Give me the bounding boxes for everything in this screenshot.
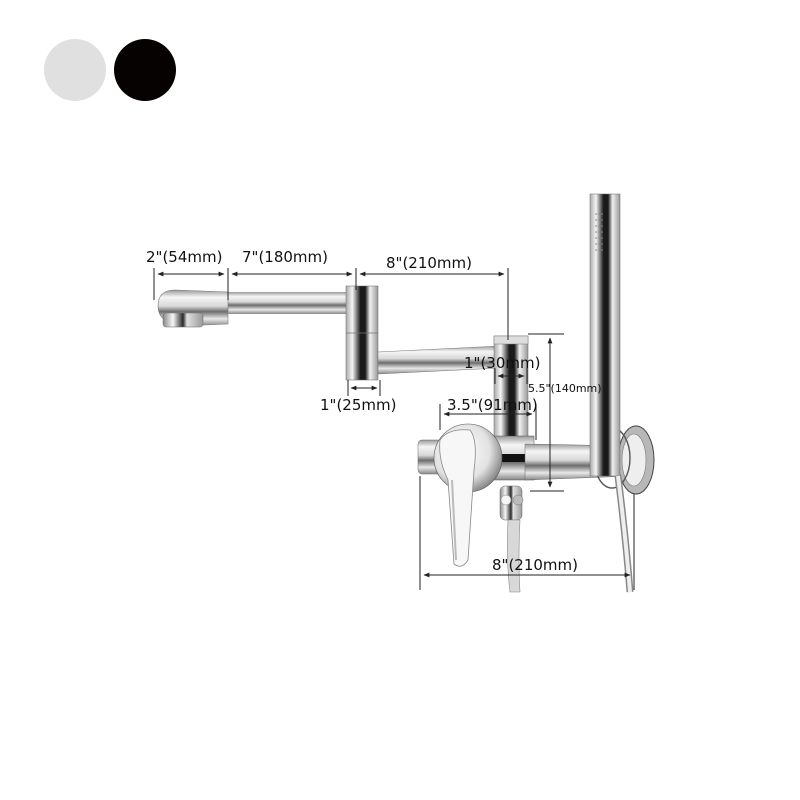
hose-connector [499, 485, 524, 593]
color-swatch-black[interactable] [114, 39, 176, 101]
lever-handle [439, 429, 476, 567]
dim-spout-tip-label: 2"(54mm) [146, 248, 222, 266]
dim-riser-height-label: 5.5"(140mm) [528, 382, 602, 395]
dim-valve-width-label: 3.5"(91mm) [447, 396, 538, 414]
dim-first-arm-label: 7"(180mm) [242, 248, 328, 266]
hand-shower [589, 193, 621, 477]
spout-upper-arm [157, 289, 365, 328]
dimension-lines [153, 268, 635, 590]
riser-pipe [493, 335, 529, 447]
dim-elbow-diameter-label: 1"(25mm) [320, 396, 396, 414]
color-swatch-chrome[interactable] [44, 39, 106, 101]
spout-elbow [345, 285, 379, 381]
shower-hose [614, 475, 634, 593]
dim-riser-diameter-label: 1"(30mm) [464, 354, 540, 372]
dim-overall-width-label: 8"(210mm) [492, 556, 578, 574]
dim-second-arm-label: 8"(210mm) [386, 254, 472, 272]
